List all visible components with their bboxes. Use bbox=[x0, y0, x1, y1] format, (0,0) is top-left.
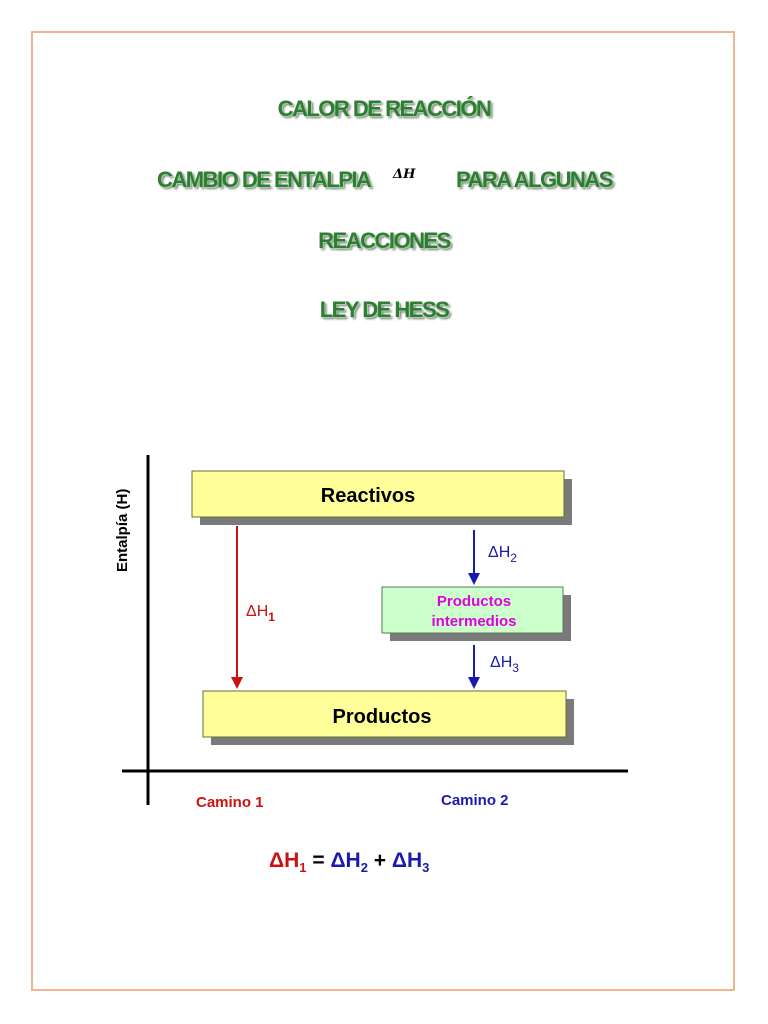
camino1-label: Camino 1 bbox=[196, 794, 264, 811]
title-reacciones: REACCIONES bbox=[318, 228, 451, 253]
intermedios-label-line2: intermedios bbox=[431, 613, 516, 630]
y-axis-label: Entalpía (H) bbox=[114, 489, 131, 572]
camino2-label: Camino 2 bbox=[441, 792, 509, 809]
dh2-arrowhead bbox=[468, 573, 480, 585]
delta-h-symbol: ΔH bbox=[393, 167, 416, 182]
hess-equation: ΔH1 = ΔH2 + ΔH3 bbox=[269, 849, 429, 875]
dh1-label: ΔH1 bbox=[246, 603, 275, 624]
intermedios-box bbox=[381, 586, 564, 634]
dh3-arrowhead bbox=[468, 677, 480, 689]
dh2-label: ΔH2 bbox=[488, 544, 517, 565]
dh3-label: ΔH3 bbox=[490, 654, 519, 675]
title-cambio-de-entalpia-row: CAMBIO DE ENTALPIA ΔH PARA ALGUNAS bbox=[0, 167, 768, 197]
reactivos-box bbox=[191, 470, 565, 518]
intermedios-label-line1: Productos bbox=[437, 593, 511, 610]
reactivos-label: Reactivos bbox=[321, 485, 416, 507]
page-border bbox=[31, 31, 735, 991]
dh1-arrowhead bbox=[231, 677, 243, 689]
title-ley-de-hess: LEY DE HESS bbox=[319, 297, 450, 322]
productos-box bbox=[202, 690, 567, 738]
title-para-algunas: PARA ALGUNAS bbox=[456, 167, 613, 192]
productos-label: Productos bbox=[333, 706, 432, 728]
title-calor-de-reaccion: CALOR DE REACCIÓN bbox=[277, 96, 492, 121]
title-cambio-de-entalpia: CAMBIO DE ENTALPIA bbox=[157, 167, 372, 192]
